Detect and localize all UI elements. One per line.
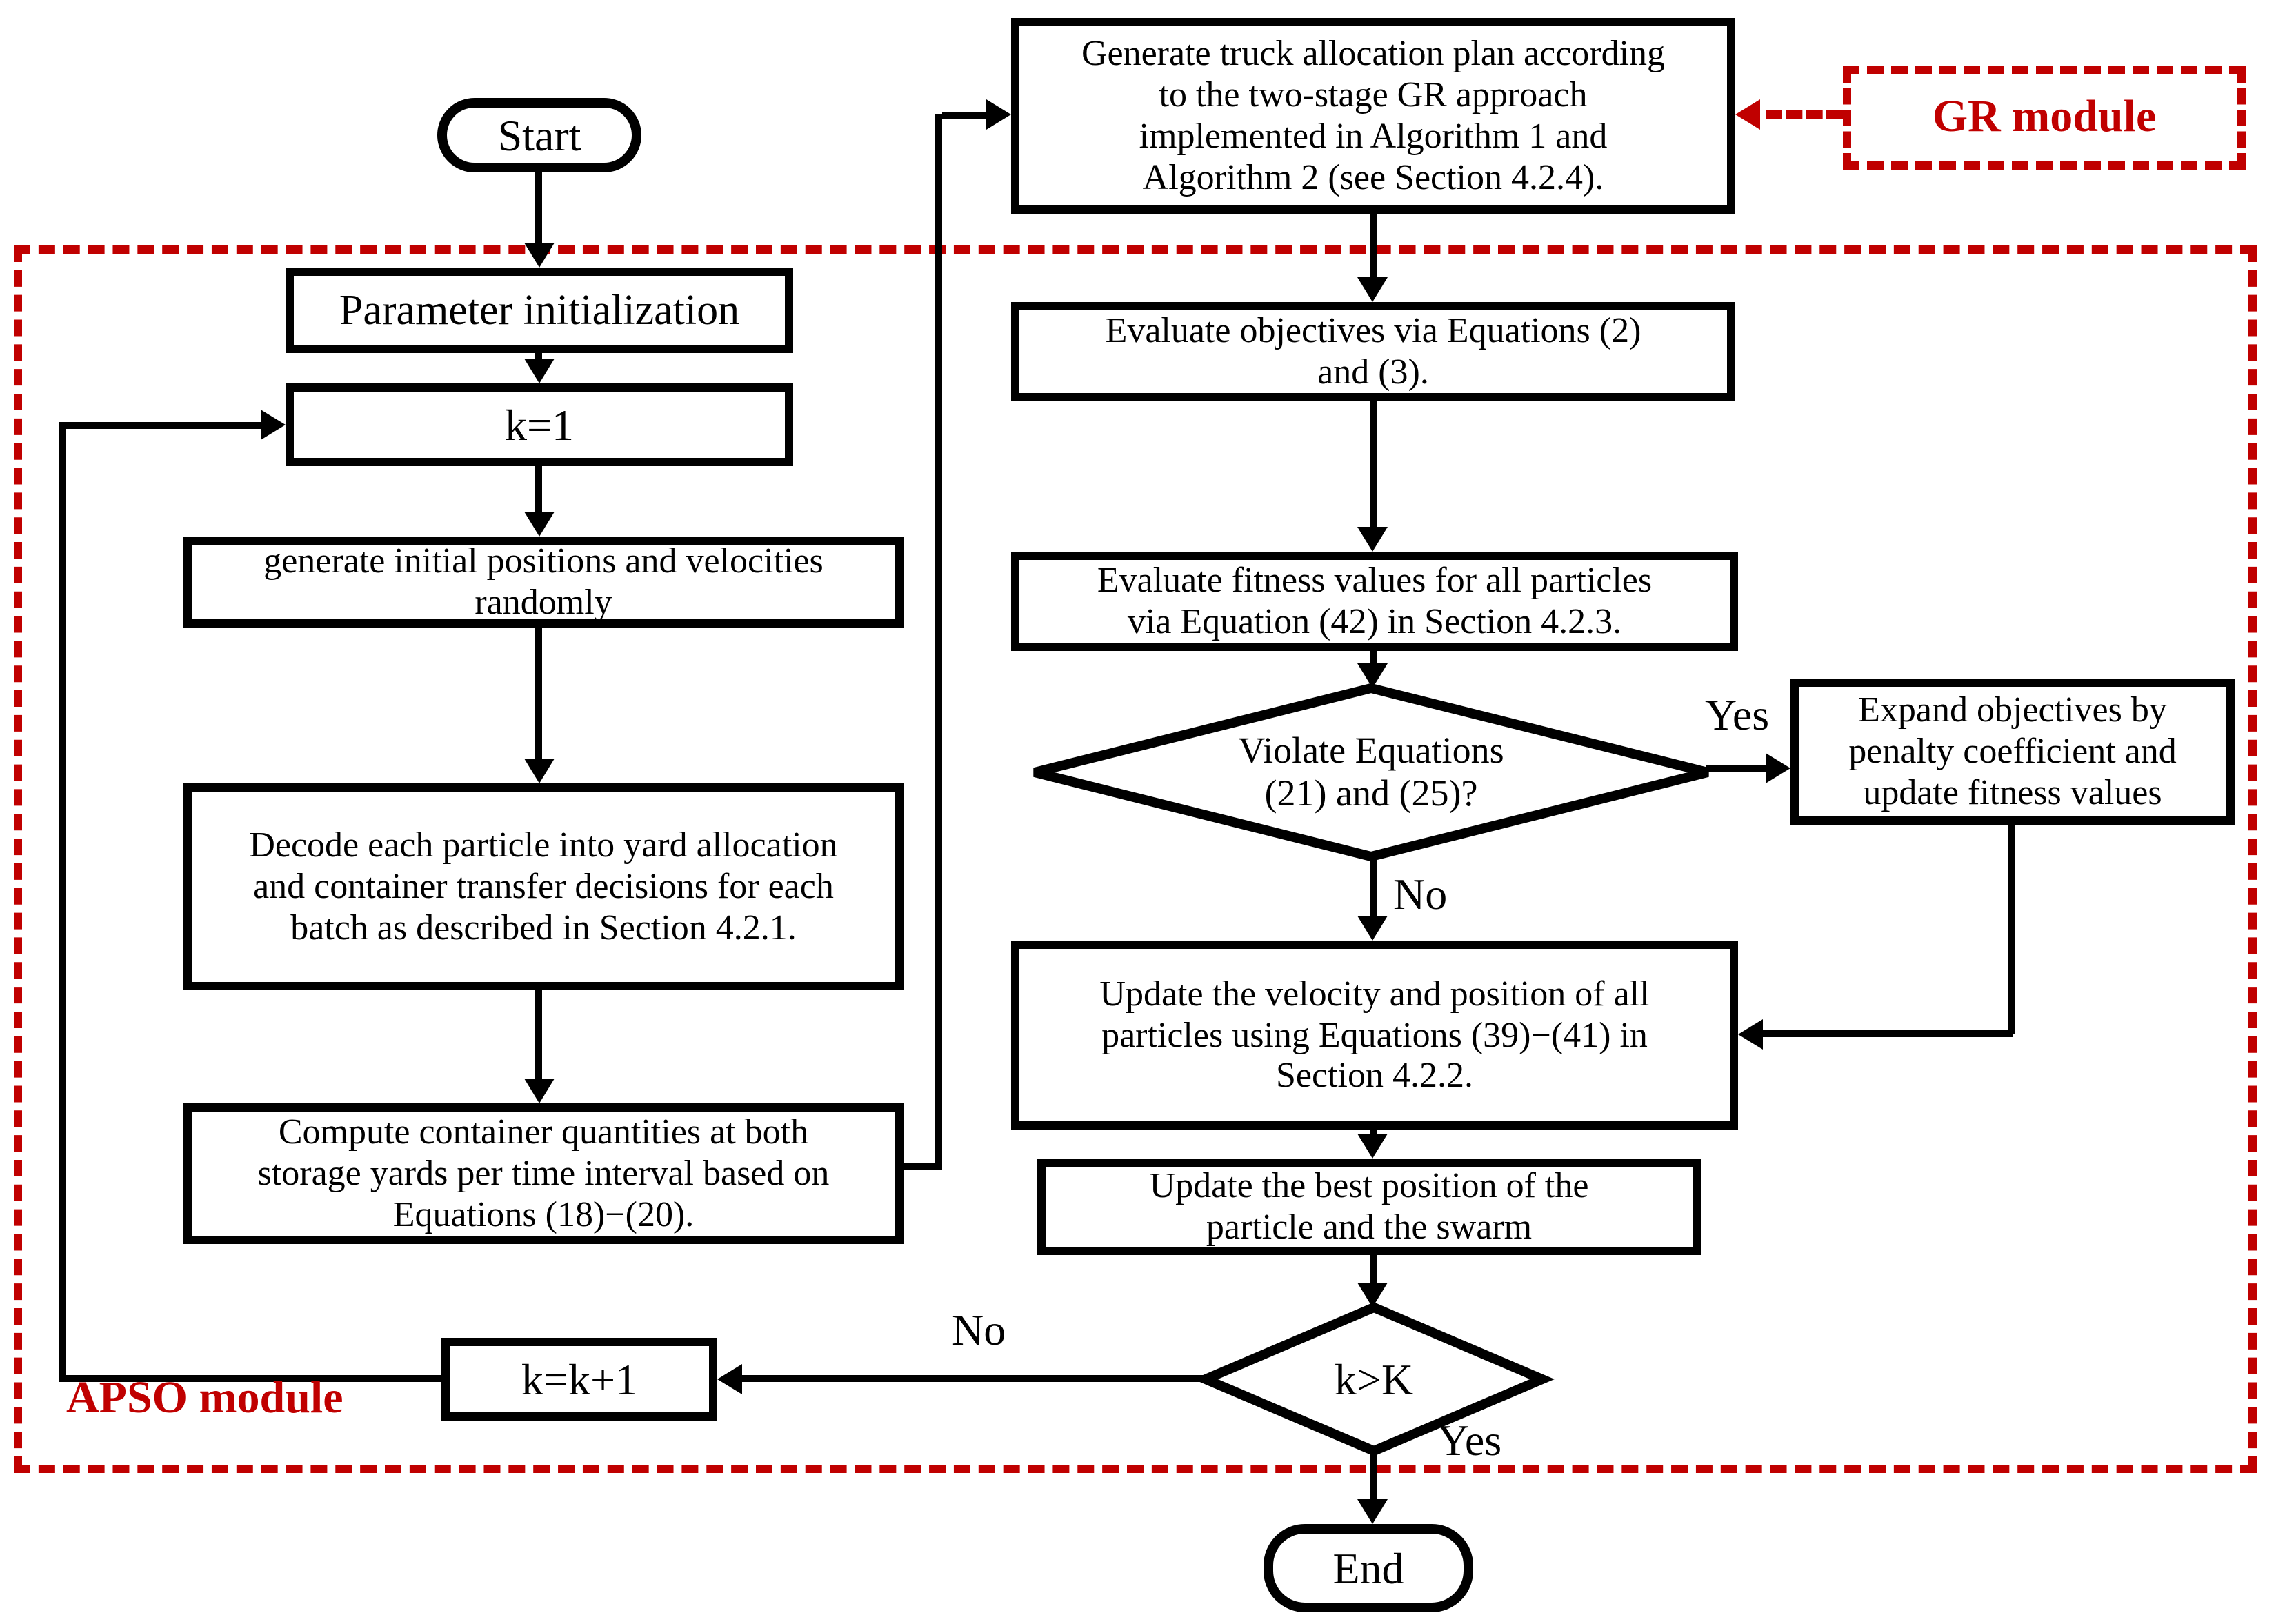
edge-kincr-left-line (63, 1375, 441, 1382)
edge-violate-updvel-line (1370, 856, 1377, 916)
edge-evalobj-evalfit-line (1370, 401, 1377, 527)
violate-yes-label: Yes (1705, 690, 1770, 739)
expand-objectives-node: Expand objectives by penalty coefficient… (1790, 679, 2235, 825)
edge-kcheck-kincr-arrowhead (717, 1364, 742, 1394)
update-best-position-node: Update the best position of the particle… (1037, 1159, 1701, 1255)
k-check-no-label: No (952, 1305, 1006, 1354)
edge-expand-updvel-arrowhead (1738, 1019, 1763, 1050)
edge-compute-loop-top (942, 112, 986, 119)
edge-expand-down-line (2008, 825, 2015, 1034)
apso-module-frame (14, 245, 2257, 1473)
generate-truck-plan-node: Generate truck allocation plan according… (1011, 18, 1735, 214)
edge-loop-left-vertical (59, 422, 66, 1382)
edge-updvel-updbest-line (1370, 1130, 1377, 1136)
evaluate-objectives-node: Evaluate objectives via Equations (2) an… (1011, 302, 1735, 401)
edge-loop-k1-arrowhead (261, 410, 286, 440)
edge-evalobj-evalfit-arrowhead (1357, 527, 1388, 552)
edge-compute-loop-stub (904, 1163, 942, 1170)
k-equals-1-node: k=1 (286, 383, 793, 466)
edge-violate-expand-line (1706, 765, 1766, 772)
gr-module-label: GR module (1932, 92, 2157, 142)
edge-kcheck-end-arrowhead (1357, 1499, 1388, 1524)
compute-container-quantities-node: Compute container quantities at both sto… (183, 1103, 904, 1244)
edge-k1-geninit-arrowhead (524, 512, 555, 537)
edge-updvel-updbest-arrowhead (1357, 1134, 1388, 1159)
edge-generate-evalobj-arrowhead (1357, 277, 1388, 302)
generate-initial-positions-node: generate initial positions and velocitie… (183, 537, 904, 628)
edge-compute-loop-vertical (935, 114, 942, 1170)
k-check-diamond-text: k>K (1334, 1354, 1414, 1404)
edge-param-k1-arrowhead (524, 359, 555, 383)
k-check-diamond-shape (1193, 1302, 1555, 1456)
gr-module-frame: GR module (1843, 66, 2246, 170)
edge-compute-generate-arrowhead (986, 99, 1011, 130)
edge-param-k1-line (535, 353, 542, 361)
edge-geninit-decode-arrowhead (524, 759, 555, 783)
gr-to-generate-arrowhead (1735, 99, 1760, 130)
violate-diamond-shape (1033, 683, 1709, 862)
edge-kcheck-kincr-line (742, 1375, 1206, 1382)
violate-no-label: No (1393, 869, 1448, 919)
apso-module-label: APSO module (66, 1374, 343, 1423)
edge-violate-expand-arrowhead (1766, 753, 1790, 783)
edge-decode-compute-arrowhead (524, 1079, 555, 1103)
edge-decode-compute-line (535, 990, 542, 1081)
evaluate-fitness-node: Evaluate fitness values for all particle… (1011, 552, 1738, 651)
k-greater-K-decision: k>K (1193, 1302, 1555, 1456)
violate-diamond-text: Violate Equations (21) and (25)? (1238, 729, 1504, 814)
violate-equations-decision: Violate Equations (21) and (25)? (1033, 683, 1709, 862)
edge-kcheck-end-line (1370, 1451, 1377, 1502)
decode-particle-node: Decode each particle into yard allocatio… (183, 783, 904, 990)
edge-start-param-line (535, 172, 542, 244)
parameter-initialization-node: Parameter initialization (286, 268, 793, 353)
edge-evalfit-violate-line (1370, 651, 1377, 666)
start-node: Start (437, 98, 641, 172)
edge-start-param-arrowhead (524, 243, 555, 268)
k-increment-node: k=k+1 (441, 1338, 717, 1421)
update-velocity-position-node: Update the velocity and position of all … (1011, 941, 1738, 1130)
edge-updbest-kcheck-line (1370, 1255, 1377, 1285)
edge-geninit-decode-line (535, 628, 542, 761)
gr-to-generate-dashed-line (1766, 110, 1843, 119)
edge-generate-evalobj-line (1370, 214, 1377, 280)
edge-loop-top-line (63, 422, 261, 429)
end-node: End (1264, 1524, 1473, 1612)
edge-expand-left-line (1763, 1030, 2013, 1037)
edge-k1-geninit-line (535, 466, 542, 514)
k-check-yes-label: Yes (1437, 1415, 1502, 1465)
edge-violate-updvel-arrowhead (1357, 916, 1388, 941)
